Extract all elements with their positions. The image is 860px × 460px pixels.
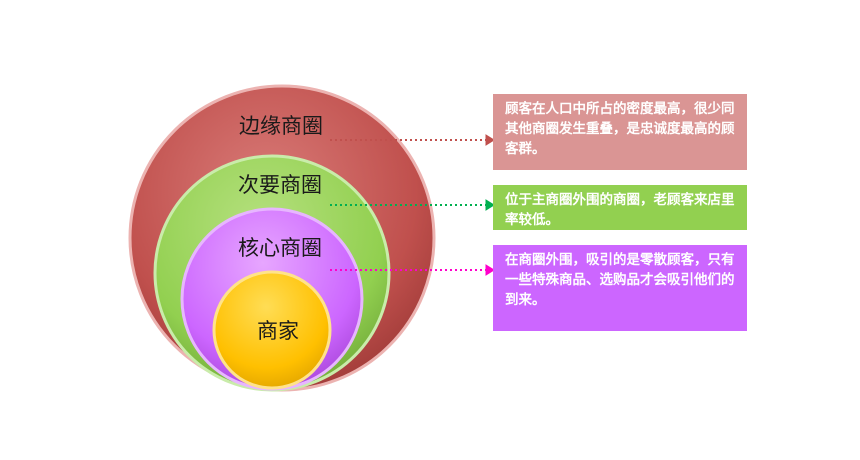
- outer-ring-label: 边缘商圈: [239, 114, 323, 138]
- core-description-text: 在商圈外围，吸引的是零散顾客，只有一些特殊商品、选购品才会吸引他们的到来。: [505, 252, 735, 308]
- outer-description-box: 顾客在人口中所占的密度最高，很少同其他商圈发生重叠，是忠诚度最高的顾客群。: [493, 94, 747, 170]
- middle-description-box: 位于主商圈外围的商圈，老顾客来店里率较低。: [493, 185, 747, 230]
- center-label: 商家: [257, 319, 299, 343]
- middle-connector: [330, 199, 495, 211]
- core-description-box: 在商圈外围，吸引的是零散顾客，只有一些特殊商品、选购品才会吸引他们的到来。: [493, 245, 747, 331]
- outer-description-text: 顾客在人口中所占的密度最高，很少同其他商圈发生重叠，是忠诚度最高的顾客群。: [505, 101, 735, 157]
- center-circle: [212, 270, 332, 390]
- outer-connector: [330, 134, 495, 146]
- middle-description-text: 位于主商圈外围的商圈，老顾客来店里率较低。: [505, 192, 735, 228]
- core-connector: [330, 264, 495, 276]
- middle-ring-label: 次要商圈: [238, 173, 322, 197]
- core-ring-label: 核心商圈: [238, 236, 322, 260]
